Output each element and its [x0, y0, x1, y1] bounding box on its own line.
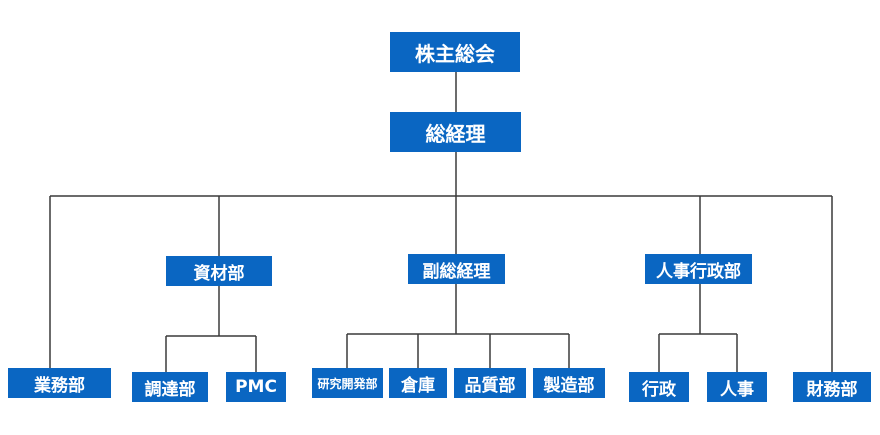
rnd-dept-box: 研究開発部	[312, 368, 383, 398]
business-dept-box: 業務部	[8, 368, 111, 398]
personnel-box: 人事	[707, 372, 767, 402]
quality-dept-box: 品質部	[454, 368, 526, 398]
shareholders-meeting-box: 株主総会	[390, 32, 520, 72]
deputy-gm-box: 副総経理	[408, 254, 505, 284]
materials-dept-box: 資材部	[166, 256, 272, 286]
procurement-dept-box: 調達部	[132, 372, 208, 402]
pmc-box: PMC	[226, 372, 286, 402]
general-manager-box: 総経理	[390, 112, 521, 152]
hr-admin-dept-box: 人事行政部	[645, 254, 752, 284]
warehouse-box: 倉庫	[389, 368, 447, 398]
admin-box: 行政	[629, 372, 689, 402]
manufacturing-dept-box: 製造部	[533, 368, 605, 398]
finance-dept-box: 財務部	[793, 372, 871, 402]
